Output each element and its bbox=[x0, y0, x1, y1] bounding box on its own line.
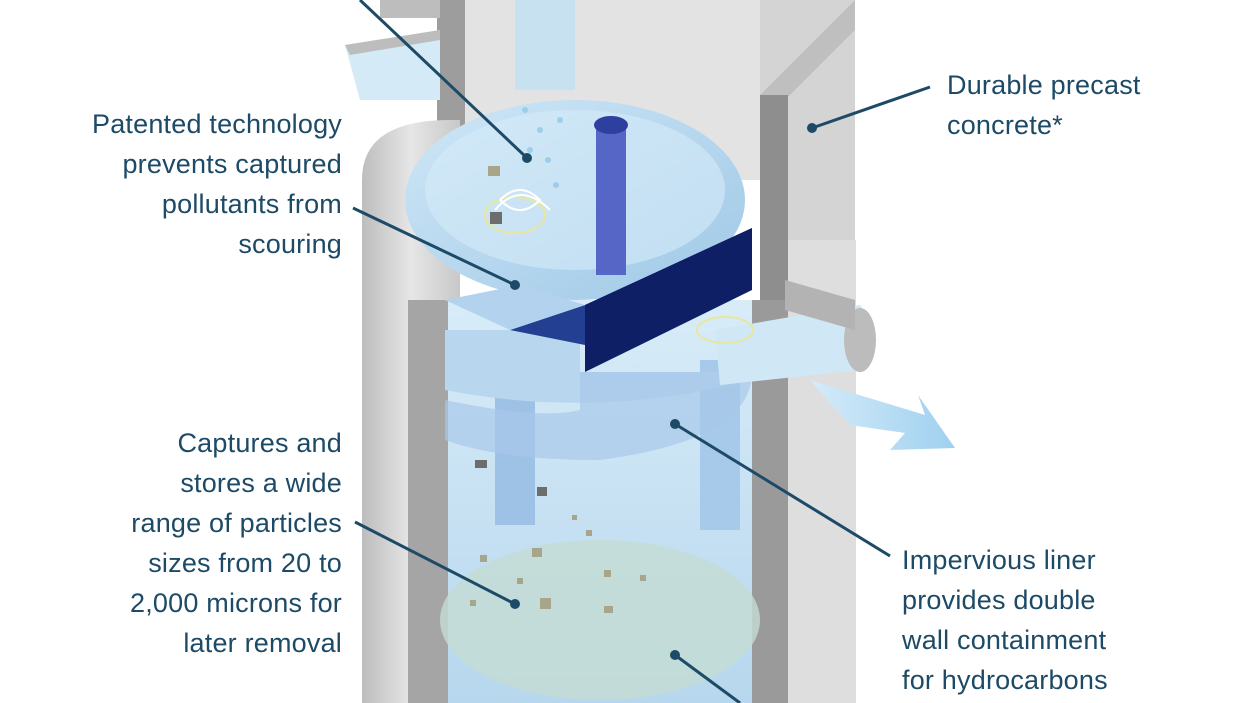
callout-particle-capture: Captures and stores a wide range of part… bbox=[130, 428, 342, 658]
outflow-arrow bbox=[810, 380, 955, 450]
outlet-pipe bbox=[696, 280, 876, 385]
inlet-pipe bbox=[345, 0, 440, 100]
callout-impervious-liner: Impervious liner provides double wall co… bbox=[902, 545, 1108, 695]
sediment-particles bbox=[470, 460, 646, 613]
riser-pipe bbox=[594, 116, 628, 275]
inlet-deck bbox=[405, 100, 745, 300]
leader-dots bbox=[510, 123, 817, 660]
leader-lines bbox=[352, 0, 931, 703]
callout-precast-concrete: Durable precast concrete* bbox=[947, 70, 1141, 140]
baffle-plate bbox=[445, 228, 752, 372]
inlet-stream bbox=[515, 0, 575, 188]
callout-scour-prevention: Patented technology prevents captured po… bbox=[92, 109, 342, 259]
